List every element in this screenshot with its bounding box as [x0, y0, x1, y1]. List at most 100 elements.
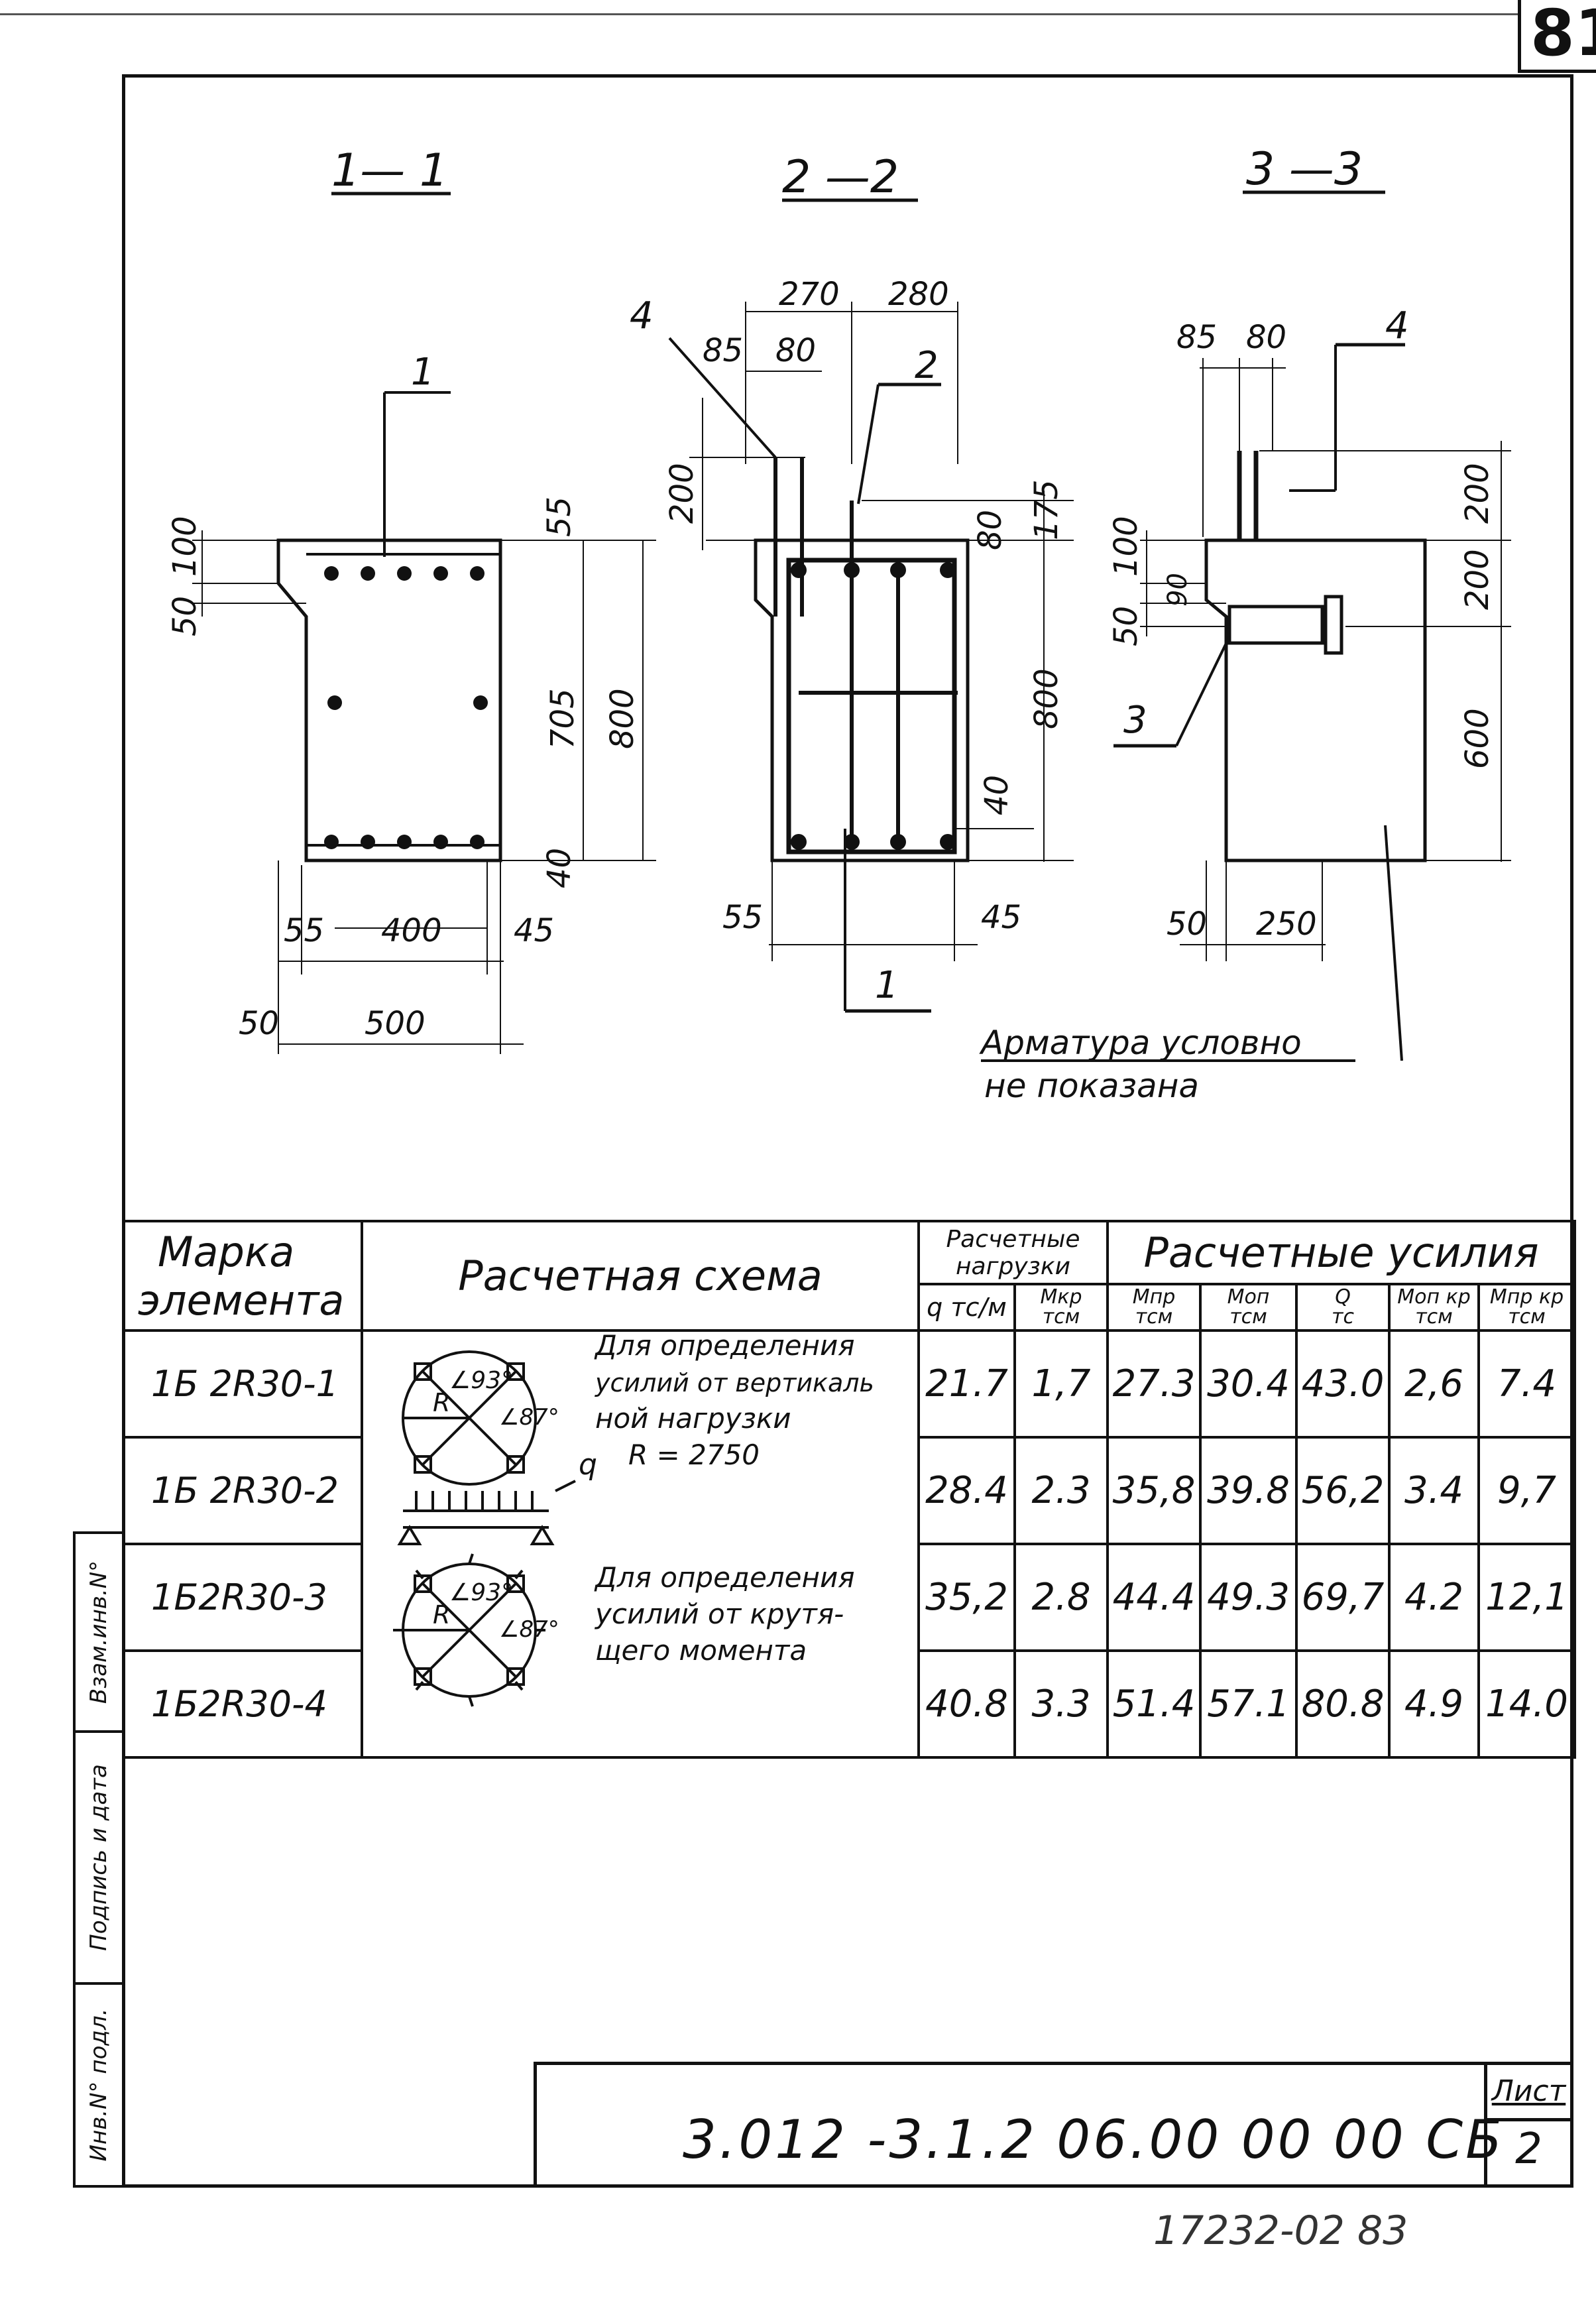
row-mprkr: 9,7: [1477, 1436, 1576, 1545]
sheet-box: Лист 2: [1484, 2065, 1570, 2184]
s2-dim-40: 40: [978, 775, 1015, 815]
scheme-text1-l1: Для определения: [594, 1332, 855, 1362]
s3-dim-250: 250: [1256, 906, 1317, 943]
row-mop: 49.3: [1199, 1543, 1298, 1652]
row-mopkr: 3.4: [1388, 1436, 1480, 1545]
row-mpr: 35,8: [1106, 1436, 1202, 1545]
s3-dim-600: 600: [1459, 708, 1496, 769]
scheme-text1-l3: ной нагрузки: [595, 1402, 791, 1435]
s2-callout-4: 4: [630, 294, 654, 337]
s1-dim-100: 100: [166, 516, 203, 577]
s2-dim-280: 280: [888, 276, 949, 313]
scheme-text1-l2: усилий от вертикаль: [595, 1368, 874, 1397]
row-mpr: 44.4: [1106, 1543, 1202, 1652]
row-qq: 69,7: [1295, 1543, 1391, 1652]
document-code: 3.012 -3.1.2 06.00 00 00 СБ: [683, 2109, 1505, 2170]
stamp-cell-1: Взам.инв.N°: [76, 1534, 122, 1733]
scheme-q: q: [579, 1448, 597, 1482]
section-1-title: 1— 1: [331, 145, 448, 197]
row-mark: 1Б2R30-4: [122, 1649, 363, 1759]
s1-dim-b55: 55: [284, 912, 324, 949]
sub-qq-2: тс: [1332, 1305, 1354, 1329]
scheme-diagrams: ∠93° ∠87° R q ∠93° ∠87° R Для определени…: [393, 1332, 874, 1707]
row-mkr: 2.8: [1013, 1543, 1109, 1652]
row-mopkr: 4.2: [1388, 1543, 1480, 1652]
s1-dim-800: 800: [604, 688, 641, 749]
header-mark-2: элемента: [138, 1275, 345, 1325]
row-mopkr: 2,6: [1388, 1329, 1480, 1439]
s3-dim-85: 85: [1176, 319, 1217, 356]
scheme-text1-l4: R = 2750: [628, 1439, 760, 1471]
sub-mkr-2: тсм: [1042, 1305, 1080, 1329]
row-q: 40.8: [917, 1649, 1016, 1759]
scheme-angle-93-a: ∠93°: [449, 1367, 513, 1394]
stamp-text-2: Подпись и дата: [86, 1764, 112, 1951]
row-mkr: 3.3: [1013, 1649, 1109, 1759]
sub-mprkr-2: тсм: [1508, 1305, 1546, 1329]
s1-dim-400: 400: [381, 912, 442, 949]
table-row: 1Б 2R30-1: [122, 1329, 1576, 1759]
s3-dim-200a: 200: [1459, 463, 1496, 524]
sub-mop-1: Моп: [1227, 1285, 1270, 1309]
s1-dim-500: 500: [365, 1005, 426, 1042]
sub-mprkr-1: Мпр кр: [1489, 1285, 1564, 1309]
s2-dim-b55: 55: [722, 899, 763, 936]
calc-table: Марка элемента Расчетная схема Расчетные…: [122, 1220, 1576, 1759]
row-mpr: 27.3: [1106, 1329, 1202, 1439]
s2-dim-800: 800: [1028, 668, 1065, 729]
header-loads-1: Расчетные: [946, 1225, 1080, 1253]
table-row: 1Б2R30-4 40.8 3.3 51.4 57.1 80.8 4.9 14.…: [122, 1649, 1576, 1759]
scheme-angle-87-a: ∠87°: [499, 1404, 559, 1431]
s2-dim-b45: 45: [981, 899, 1021, 936]
scheme-angle-93-b: ∠93°: [449, 1579, 513, 1606]
header-loads: Расчетные нагрузки: [917, 1220, 1109, 1285]
header-mark: Марка элемента: [122, 1220, 363, 1332]
s1-dim-55: 55: [541, 497, 578, 537]
row-mark: 1Б 2R30-2: [122, 1436, 363, 1545]
s1-dim-50: 50: [166, 596, 203, 636]
row-mprkr: 12,1: [1477, 1543, 1576, 1652]
row-q: 28.4: [917, 1436, 1016, 1545]
scheme-text2-l2: усилий от крутя-: [594, 1598, 844, 1630]
scheme-cell: ∠93° ∠87° R q ∠93° ∠87° R Для определени…: [361, 1329, 920, 1759]
sub-mkr-1: Мкр: [1040, 1285, 1082, 1309]
scheme-text2-l1: Для определения: [594, 1561, 855, 1594]
s2-dim-200: 200: [663, 463, 701, 524]
s2-callout-1: 1: [875, 964, 899, 1007]
sub-mpr-2: тсм: [1135, 1305, 1173, 1329]
stamp-text-1: Взам.инв.N°: [86, 1560, 112, 1704]
s1-dim-45: 45: [514, 912, 554, 949]
s3-dim-200b: 200: [1459, 549, 1496, 610]
row-mpr: 51.4: [1106, 1649, 1202, 1759]
header-scheme: Расчетная схема: [361, 1220, 920, 1332]
s2-dim-270: 270: [779, 276, 840, 313]
scheme-text2-l3: щего момента: [595, 1634, 807, 1667]
row-mkr: 1,7: [1013, 1329, 1109, 1439]
sub-qq-1: Q: [1335, 1285, 1351, 1309]
header-forces: Расчетные усилия: [1106, 1220, 1576, 1285]
sub-mopkr-1: Моп кр: [1397, 1285, 1471, 1309]
row-mprkr: 14.0: [1477, 1649, 1576, 1759]
s3-dim-100: 100: [1108, 516, 1145, 577]
s2-dim-85: 85: [703, 332, 743, 369]
row-qq: 56,2: [1295, 1436, 1391, 1545]
header-mark-1: Марка: [158, 1227, 295, 1276]
section-3-title: 3 —3: [1246, 143, 1363, 196]
row-mark: 1Б2R30-3: [122, 1543, 363, 1652]
s3-callout-3: 3: [1123, 699, 1147, 742]
row-mopkr: 4.9: [1388, 1649, 1480, 1759]
note-line-1: Арматура условно: [979, 1024, 1302, 1062]
row-qq: 43.0: [1295, 1329, 1391, 1439]
row-q: 35,2: [917, 1543, 1016, 1652]
s3-dim-50: 50: [1108, 606, 1145, 646]
top-rule: [0, 13, 1518, 15]
row-qq: 80.8: [1295, 1649, 1391, 1759]
stamp-cell-2: Подпись и дата: [76, 1733, 122, 1985]
row-q: 21.7: [917, 1329, 1016, 1439]
sub-mop-2: тсм: [1229, 1305, 1267, 1329]
